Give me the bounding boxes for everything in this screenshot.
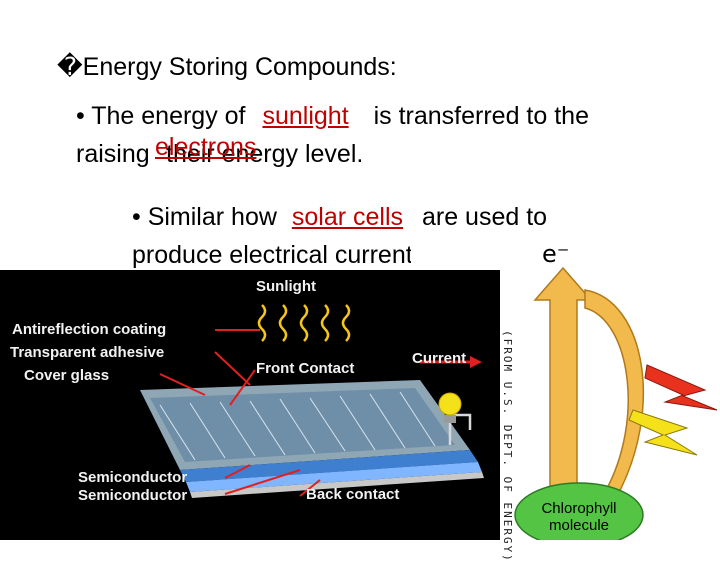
label-back-contact: Back contact xyxy=(306,486,400,503)
sunlight-rays-icon xyxy=(257,304,351,342)
light-bulb-icon xyxy=(438,392,462,416)
bullet2-line2: produce electrical current xyxy=(132,240,411,272)
bullet2-prefix: • Similar how xyxy=(132,203,277,231)
heading-text: Energy Storing Compounds: xyxy=(82,53,397,81)
chlorophyll-molecule-icon xyxy=(514,482,644,540)
lightning-red-icon xyxy=(644,364,718,411)
bullet1-prefix: • The energy of xyxy=(76,102,246,130)
current-wire xyxy=(448,413,472,445)
bullet1-line2-start: raising xyxy=(76,140,150,168)
front-contact-grid xyxy=(150,388,455,462)
solar-cell-diagram: Sunlight Antireflection coating Transpar… xyxy=(0,270,500,540)
label-antireflection: Antireflection coating xyxy=(12,321,167,338)
chlorophyll-label-line1: Chlorophyll xyxy=(541,500,617,517)
label-current: Current xyxy=(412,350,467,367)
label-sunlight: Sunlight xyxy=(256,278,316,295)
bullet1-line2: raising xyxy=(76,139,150,169)
chlorophyll-label-line2: molecule xyxy=(548,517,610,534)
lightning-yellow-icon xyxy=(628,409,698,456)
electron-label: e⁻ xyxy=(542,240,570,268)
solar-cell-illustration xyxy=(140,304,484,498)
bullet1-middle: is transferred to the xyxy=(373,102,589,130)
bullet2-line1: • Similar how solar cells are used to xyxy=(132,202,547,232)
bullet2-suffix: are used to xyxy=(421,203,548,231)
bullet1-line1: • The energy of sunlight is transferred … xyxy=(76,101,589,131)
bullet1-line2-end-wrap: their energy level. xyxy=(166,139,363,169)
bullet1-line2-end: their energy level. xyxy=(166,140,364,168)
image-credit: (FROM U.S. DEPT. OF ENERGY) xyxy=(498,330,518,563)
bullet2-blank-solar-cells: solar cells xyxy=(291,203,404,231)
semiconductor-layer-1 xyxy=(180,450,478,482)
slide-heading: �Energy Storing Compounds: xyxy=(57,52,397,82)
bullet1-blank-electrons: electrons xyxy=(155,133,257,161)
missing-glyph-icon: � xyxy=(57,53,83,81)
semiconductor-layer-2 xyxy=(186,462,482,492)
chlorophyll-diagram xyxy=(514,266,718,540)
return-arrow-icon xyxy=(584,289,645,502)
back-contact-layer xyxy=(190,472,484,498)
label-adhesive: Transparent adhesive xyxy=(10,344,165,361)
image-credit-text: (FROM U.S. DEPT. OF ENERGY) xyxy=(501,330,514,563)
energy-arrow-icon xyxy=(533,266,593,511)
label-cover-glass: Cover glass xyxy=(24,367,110,384)
label-semiconductor-2: Semiconductor xyxy=(78,487,188,504)
chlorophyll-molecule-label: Chlorophyll molecule xyxy=(526,500,632,534)
label-front-contact: Front Contact xyxy=(256,360,355,377)
label-semiconductor-1: Semiconductor xyxy=(78,469,188,486)
bullet2-line2-text: produce electrical current xyxy=(132,241,411,269)
bullet1-blank-sunlight: sunlight xyxy=(262,102,349,130)
